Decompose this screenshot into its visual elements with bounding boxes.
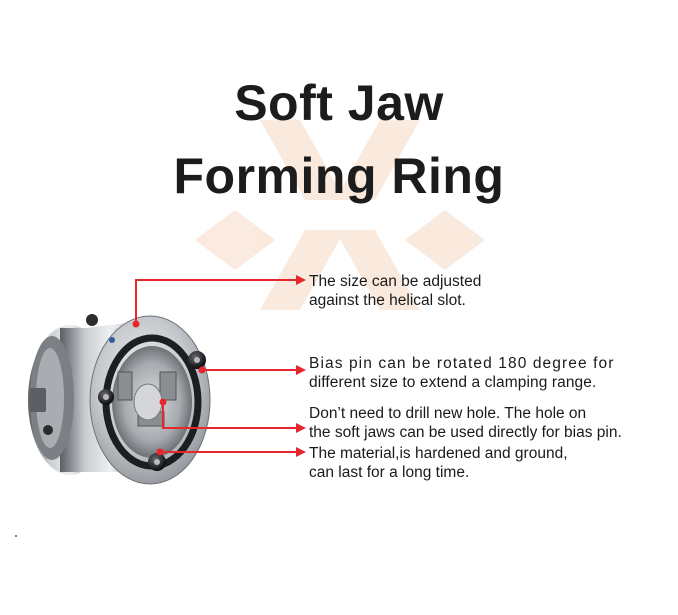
stray-dot <box>15 535 17 537</box>
callout-text-2: Bias pin can be rotated 180 degree for d… <box>309 354 614 392</box>
watermark-logo <box>195 120 485 310</box>
chuck-image <box>28 314 211 485</box>
callout-4-line-2: can last for a long time. <box>309 464 470 481</box>
callout-lines <box>132 275 306 457</box>
callout-text-3: Don’t need to drill new hole. The hole o… <box>309 404 622 442</box>
callout-2-line-2: different size to extend a clamping rang… <box>309 374 597 391</box>
callout-1-line-2: against the helical slot. <box>309 292 466 309</box>
callout-dot-2 <box>198 366 206 374</box>
callout-3-line-1: Don’t need to drill new hole. The hole o… <box>309 405 587 422</box>
callout-dot-1 <box>132 320 140 328</box>
callout-dot-4 <box>156 448 164 456</box>
callout-line-3 <box>162 402 298 429</box>
callout-4-line-1: The material,is hardened and ground, <box>309 445 568 462</box>
callout-line-1 <box>135 279 298 324</box>
callout-3-line-2: the soft jaws can be used directly for b… <box>309 424 622 441</box>
arrowhead-3 <box>296 423 306 433</box>
arrowhead-2 <box>296 365 306 375</box>
callout-2-line-1: Bias pin can be rotated 180 degree for <box>309 355 615 372</box>
callout-text-1: The size can be adjusted against the hel… <box>309 272 481 310</box>
title-line-1: Soft Jaw <box>234 75 444 131</box>
title-line-2: Forming Ring <box>173 148 505 204</box>
arrowhead-1 <box>296 275 306 285</box>
arrowhead-4 <box>296 447 306 457</box>
callout-dot-3 <box>159 398 167 406</box>
callout-1-line-1: The size can be adjusted <box>309 273 482 290</box>
callout-text-4: The material,is hardened and ground, can… <box>309 444 568 482</box>
